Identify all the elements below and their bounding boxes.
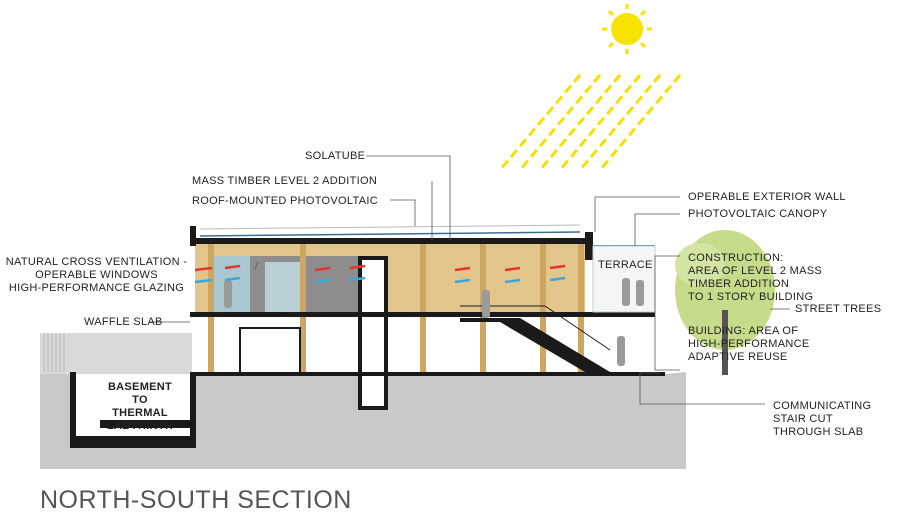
label-stair: COMMUNICATING STAIR CUT THROUGH SLAB [773, 400, 871, 439]
label-building-line-1: BUILDING: AREA OF [688, 325, 799, 337]
airflow-warm-arrows [194, 264, 566, 272]
label-stair-line-3: THROUGH SLAB [773, 426, 864, 438]
ground-slab [195, 372, 665, 376]
sun-icon [602, 4, 652, 54]
adjacent-building [40, 333, 192, 374]
label-terrace: TERRACE [598, 259, 653, 271]
roof-parapet [190, 226, 196, 246]
label-construction-line-3: TIMBER ADDITION [688, 278, 790, 290]
diagram-title: NORTH-SOUTH SECTION [40, 486, 352, 514]
label-waffle-slab: WAFFLE SLAB [84, 316, 163, 328]
sun-rays [498, 74, 682, 171]
label-ventilation-line-3: HIGH-PERFORMANCE GLAZING [8, 282, 185, 294]
fence [43, 334, 65, 372]
roof-pv-panels [199, 231, 581, 237]
label-basement-line-1: BASEMENT TO [107, 381, 173, 406]
label-building-line-2: HIGH-PERFORMANCE [688, 338, 810, 350]
level2-slab [190, 312, 655, 317]
label-building-line-3: ADAPTIVE REUSE [688, 351, 788, 363]
label-basement-line-3: LABYRINTH [106, 420, 174, 432]
leader-lines [150, 155, 790, 405]
operable-wall-post [585, 232, 593, 260]
basement-slab [100, 420, 190, 428]
label-operable-wall: OPERABLE EXTERIOR WALL [688, 191, 846, 203]
label-construction-line-4: TO 1 STORY BUILDING [688, 291, 814, 303]
label-ventilation-line-2: OPERABLE WINDOWS [35, 269, 158, 281]
label-construction: CONSTRUCTION: AREA OF LEVEL 2 MASS TIMBE… [688, 252, 822, 304]
concrete-shaft [358, 256, 388, 410]
label-building: BUILDING: AREA OF HIGH-PERFORMANCE ADAPT… [688, 325, 810, 364]
glazing-panel-2 [265, 262, 305, 312]
label-mass-timber: MASS TIMBER LEVEL 2 ADDITION [192, 175, 378, 187]
label-construction-line-2: AREA OF LEVEL 2 MASS [688, 265, 822, 277]
roof-pv-frame [199, 224, 581, 230]
ground [40, 372, 686, 469]
stair-rail-2 [544, 305, 611, 351]
label-construction-line-1: CONSTRUCTION: [688, 252, 784, 264]
label-basement: BASEMENT TO THERMAL LABYRINTH [100, 381, 180, 433]
roof-slab [190, 238, 590, 244]
label-street-trees: STREET TREES [795, 303, 882, 315]
label-pv-canopy: PHOTOVOLTAIC CANOPY [688, 208, 828, 220]
label-solatube: SOLATUBE [305, 150, 366, 162]
street-tree [675, 230, 775, 375]
label-stair-line-2: STAIR CUT [773, 413, 833, 425]
label-ventilation-line-1: NATURAL CROSS VENTILATION - [5, 256, 188, 268]
label-ventilation: NATURAL CROSS VENTILATION - OPERABLE WIN… [4, 256, 189, 295]
people-silhouettes [224, 278, 644, 366]
label-basement-line-2: THERMAL [112, 407, 168, 419]
communicating-stair [460, 318, 610, 372]
label-roof-pv: ROOF-MOUNTED PHOTOVOLTAIC [192, 195, 378, 207]
airflow-cool-arrows [194, 276, 566, 284]
basement-walls [70, 372, 196, 448]
label-stair-line-1: COMMUNICATING [773, 400, 872, 412]
